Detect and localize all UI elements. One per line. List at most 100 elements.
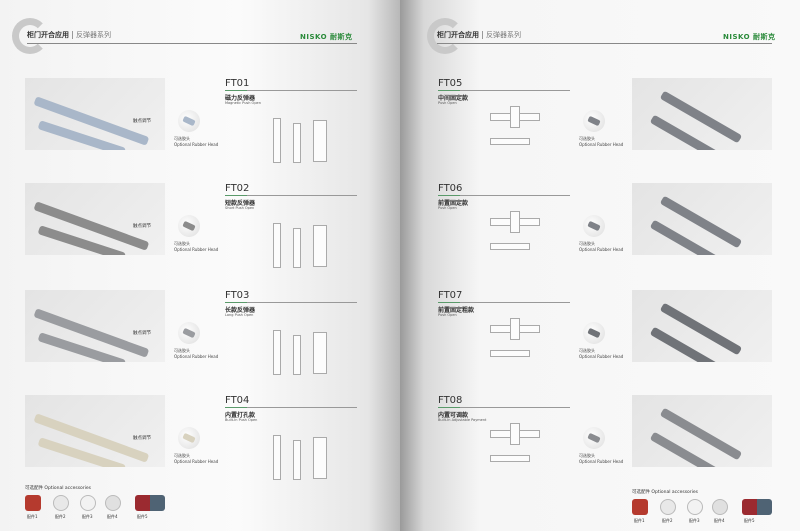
accessory-label: 配件2	[662, 518, 673, 523]
technical-drawing	[490, 350, 530, 357]
accessory-label: 配件1	[634, 518, 645, 523]
rubber-head-image	[583, 427, 605, 449]
accessory-image	[632, 499, 648, 515]
product-photo	[632, 78, 772, 150]
technical-drawing	[293, 335, 301, 375]
accessory-image	[687, 499, 703, 515]
technical-drawing	[510, 106, 520, 128]
accessory-image	[742, 499, 772, 515]
product-name-en: Magnetic Push Open	[225, 101, 261, 105]
product-code: FT05	[438, 78, 570, 91]
rubber-head-shape	[587, 220, 601, 232]
product-name-cn: 中间固定款	[438, 95, 469, 102]
product-photo	[632, 183, 772, 255]
product-name-en: Built-In Adjustable Payment	[438, 418, 487, 422]
product-name-en: Push Open	[438, 206, 457, 210]
accessory-label: 配件2	[55, 514, 66, 519]
rubber-head-en: Optional Rubber Head	[174, 354, 219, 359]
accessory-label: 配件5	[744, 518, 755, 523]
product-name-en: Push Open	[438, 101, 457, 105]
accessory-label: 配件3	[689, 518, 700, 523]
page-header: 柜门开合应用反弹器系列	[27, 31, 111, 39]
rubber-head-image	[178, 322, 200, 344]
accessory-label: 配件3	[82, 514, 93, 519]
header-ring-decoration	[12, 18, 48, 54]
rubber-head-shape	[587, 327, 601, 339]
product-name-cn: 前置固定粗款	[438, 307, 475, 314]
product-name-en: Built-In Push Open	[225, 418, 258, 422]
product-name-cn: 长款反弹器	[225, 307, 256, 314]
product-photo	[25, 183, 165, 255]
rubber-head-cn: 可选胶头	[174, 136, 190, 141]
rubber-head-en: Optional Rubber Head	[174, 247, 219, 252]
technical-drawing	[313, 225, 327, 267]
rubber-head-shape	[587, 432, 601, 444]
accessory-image	[53, 495, 69, 511]
rubber-head-en: Optional Rubber Head	[579, 142, 624, 147]
accessory-image	[135, 495, 165, 511]
rubber-head-image	[583, 110, 605, 132]
header-subtitle: 反弹器系列	[72, 31, 111, 39]
technical-drawing	[490, 455, 530, 462]
accessory-label: 配件4	[107, 514, 118, 519]
technical-drawing	[313, 120, 327, 162]
technical-drawing	[490, 243, 530, 250]
product-code: FT08	[438, 395, 570, 408]
accessory-image	[660, 499, 676, 515]
rubber-head-shape	[182, 327, 196, 339]
product-code: FT03	[225, 290, 357, 303]
product-name-cn: 磁力反弹器	[225, 95, 256, 102]
technical-drawing	[273, 223, 281, 268]
technical-drawing	[293, 440, 301, 480]
rubber-head-cn: 可选胶头	[579, 136, 595, 141]
adjust-label: 触点调节	[133, 436, 151, 441]
rubber-head-shape	[182, 432, 196, 444]
product-photo	[632, 395, 772, 467]
product-code: FT04	[225, 395, 357, 408]
accessory-image	[80, 495, 96, 511]
rubber-head-en: Optional Rubber Head	[579, 459, 624, 464]
rubber-head-image	[178, 215, 200, 237]
product-name-cn: 前置固定款	[438, 200, 469, 207]
header-subtitle: 反弹器系列	[482, 31, 521, 39]
brand-logo: NISKO 耐斯克	[300, 33, 353, 41]
header-divider	[437, 43, 772, 44]
product-photo	[25, 290, 165, 362]
technical-drawing	[510, 423, 520, 445]
technical-drawing	[490, 138, 530, 145]
accessories-title: 可选配件 Optional accessories	[25, 486, 92, 491]
rubber-head-en: Optional Rubber Head	[174, 459, 219, 464]
rubber-head-image	[178, 427, 200, 449]
rubber-head-cn: 可选胶头	[174, 348, 190, 353]
rubber-head-cn: 可选胶头	[174, 241, 190, 246]
accessory-label: 配件4	[714, 518, 725, 523]
technical-drawing	[313, 332, 327, 374]
rubber-head-en: Optional Rubber Head	[174, 142, 219, 147]
technical-drawing	[293, 123, 301, 163]
product-photo	[25, 78, 165, 150]
product-photo	[25, 395, 165, 467]
product-name-cn: 内置可调款	[438, 412, 469, 419]
technical-drawing	[273, 435, 281, 480]
adjust-label: 触点调节	[133, 119, 151, 124]
adjust-label: 触点调节	[133, 224, 151, 229]
rubber-head-shape	[587, 115, 601, 127]
rubber-head-image	[178, 110, 200, 132]
rubber-head-image	[583, 322, 605, 344]
product-code: FT07	[438, 290, 570, 303]
product-name-en: Push Open	[438, 313, 457, 317]
accessory-label: 配件1	[27, 514, 38, 519]
rubber-head-cn: 可选胶头	[174, 453, 190, 458]
accessory-label: 配件5	[137, 514, 148, 519]
product-code: FT01	[225, 78, 357, 91]
header-ring-decoration	[427, 18, 463, 54]
header-divider	[27, 43, 357, 44]
product-code: FT02	[225, 183, 357, 196]
technical-drawing	[510, 318, 520, 340]
rubber-head-cn: 可选胶头	[579, 241, 595, 246]
technical-drawing	[273, 118, 281, 163]
product-name-en: Short Push Open	[225, 206, 255, 210]
rubber-head-en: Optional Rubber Head	[579, 247, 624, 252]
technical-drawing	[510, 211, 520, 233]
accessory-image	[25, 495, 41, 511]
